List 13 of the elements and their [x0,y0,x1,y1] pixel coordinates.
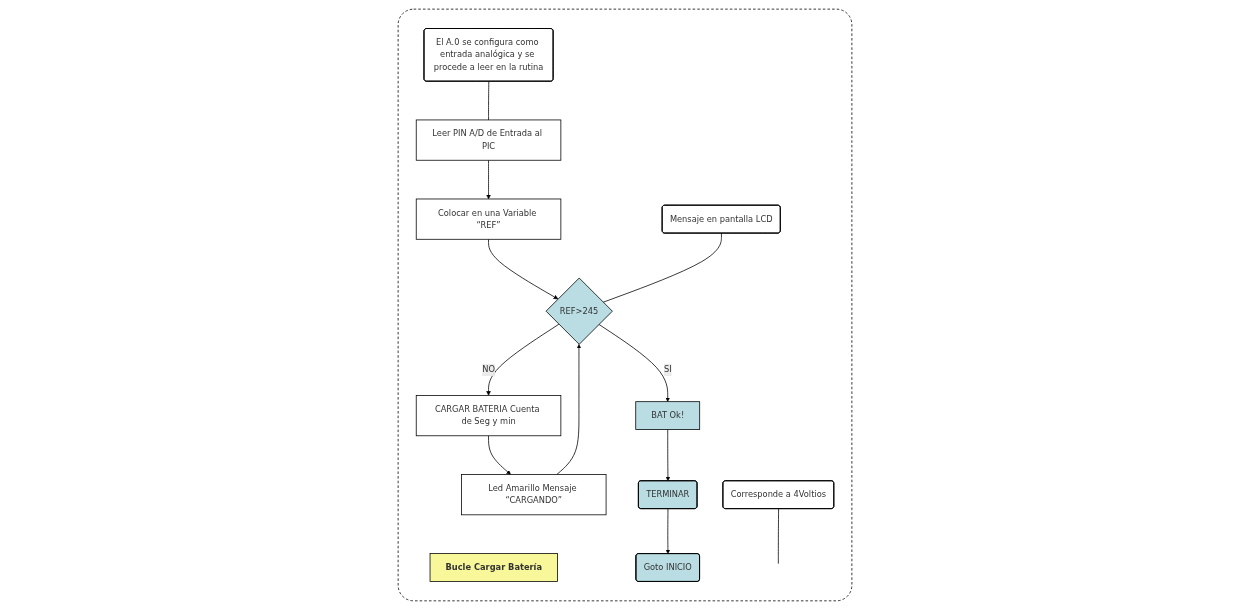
edge-label: NO [482,364,496,375]
node-box: Led Amarillo Mensaje “CARGANDO” [461,473,607,515]
node-box: CARGAR BATERIA Cuenta de Seg y min [416,394,562,436]
node-box: BAT Ok! [635,400,701,430]
node-box: Bucle Cargar Batería [430,552,559,582]
node-box: Leer PIN A/D de Entrada al PIC [416,119,562,161]
connector [488,80,490,120]
edge-label: SI [664,364,673,375]
node-box: Colocar en una Variable “REF” [416,198,562,240]
cluster [398,8,853,601]
node-diamond: REF>245 [546,277,614,345]
connector [778,508,780,564]
connector [603,232,723,303]
